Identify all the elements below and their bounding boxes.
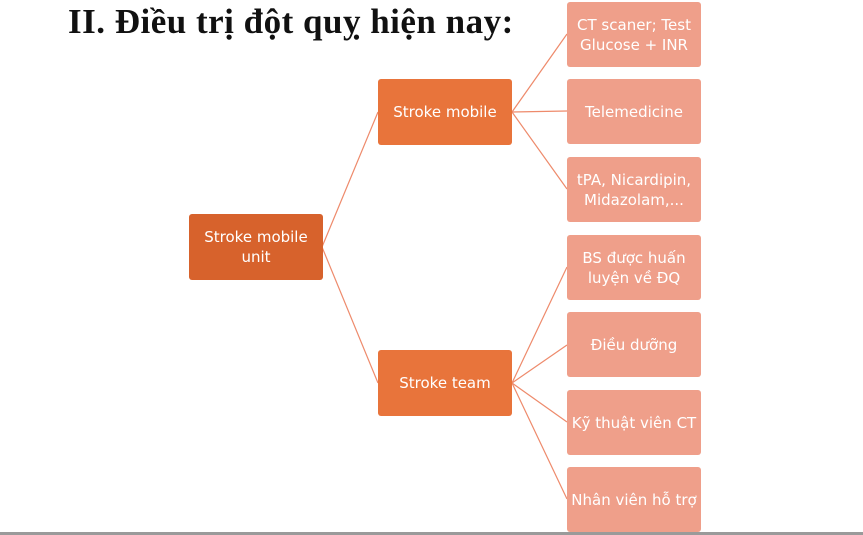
leaf-node-label: BS được huấn luyện về ĐQ <box>582 248 686 287</box>
leaf-node-drugs: tPA, Nicardipin, Midazolam,... <box>567 157 701 222</box>
leaf-node-support-staff: Nhân viên hỗ trợ <box>567 467 701 532</box>
leaf-node-label: Kỹ thuật viên CT <box>571 413 697 432</box>
connector-mobile-drugs <box>511 111 568 190</box>
bottom-divider <box>0 532 863 535</box>
leaf-node-label: tPA, Nicardipin, Midazolam,... <box>576 170 692 209</box>
leaf-node-ct-technician: Kỹ thuật viên CT <box>567 390 701 455</box>
connector-mobile-telemedicine <box>511 110 568 113</box>
leaf-node-label: Nhân viên hỗ trợ <box>571 490 697 509</box>
root-node-label: Stroke mobile unit <box>204 228 308 266</box>
root-node: Stroke mobile unit <box>189 214 323 280</box>
slide-title: II. Điều trị đột quỵ hiện nay: <box>68 2 514 41</box>
connector-root-team <box>321 246 379 384</box>
branch-node-label: Stroke mobile <box>393 103 497 121</box>
leaf-node-telemedicine: Telemedicine <box>567 79 701 144</box>
connector-team-bs <box>511 266 568 384</box>
branch-node-stroke-team: Stroke team <box>378 350 512 416</box>
connector-team-nurse <box>511 344 568 384</box>
branch-node-label: Stroke team <box>399 374 491 392</box>
connector-mobile-ct <box>511 33 568 113</box>
leaf-node-label: CT scaner; Test Glucose + INR <box>577 15 691 54</box>
connector-team-support <box>511 382 568 500</box>
leaf-node-trained-doctor: BS được huấn luyện về ĐQ <box>567 235 701 300</box>
connector-team-ct-tech <box>511 382 568 423</box>
leaf-node-ct-scanner: CT scaner; Test Glucose + INR <box>567 2 701 67</box>
leaf-node-label: Telemedicine <box>585 102 683 121</box>
branch-node-stroke-mobile: Stroke mobile <box>378 79 512 145</box>
leaf-node-label: Điều dưỡng <box>590 335 678 354</box>
connector-root-mobile <box>321 111 379 248</box>
leaf-node-nurse: Điều dưỡng <box>567 312 701 377</box>
